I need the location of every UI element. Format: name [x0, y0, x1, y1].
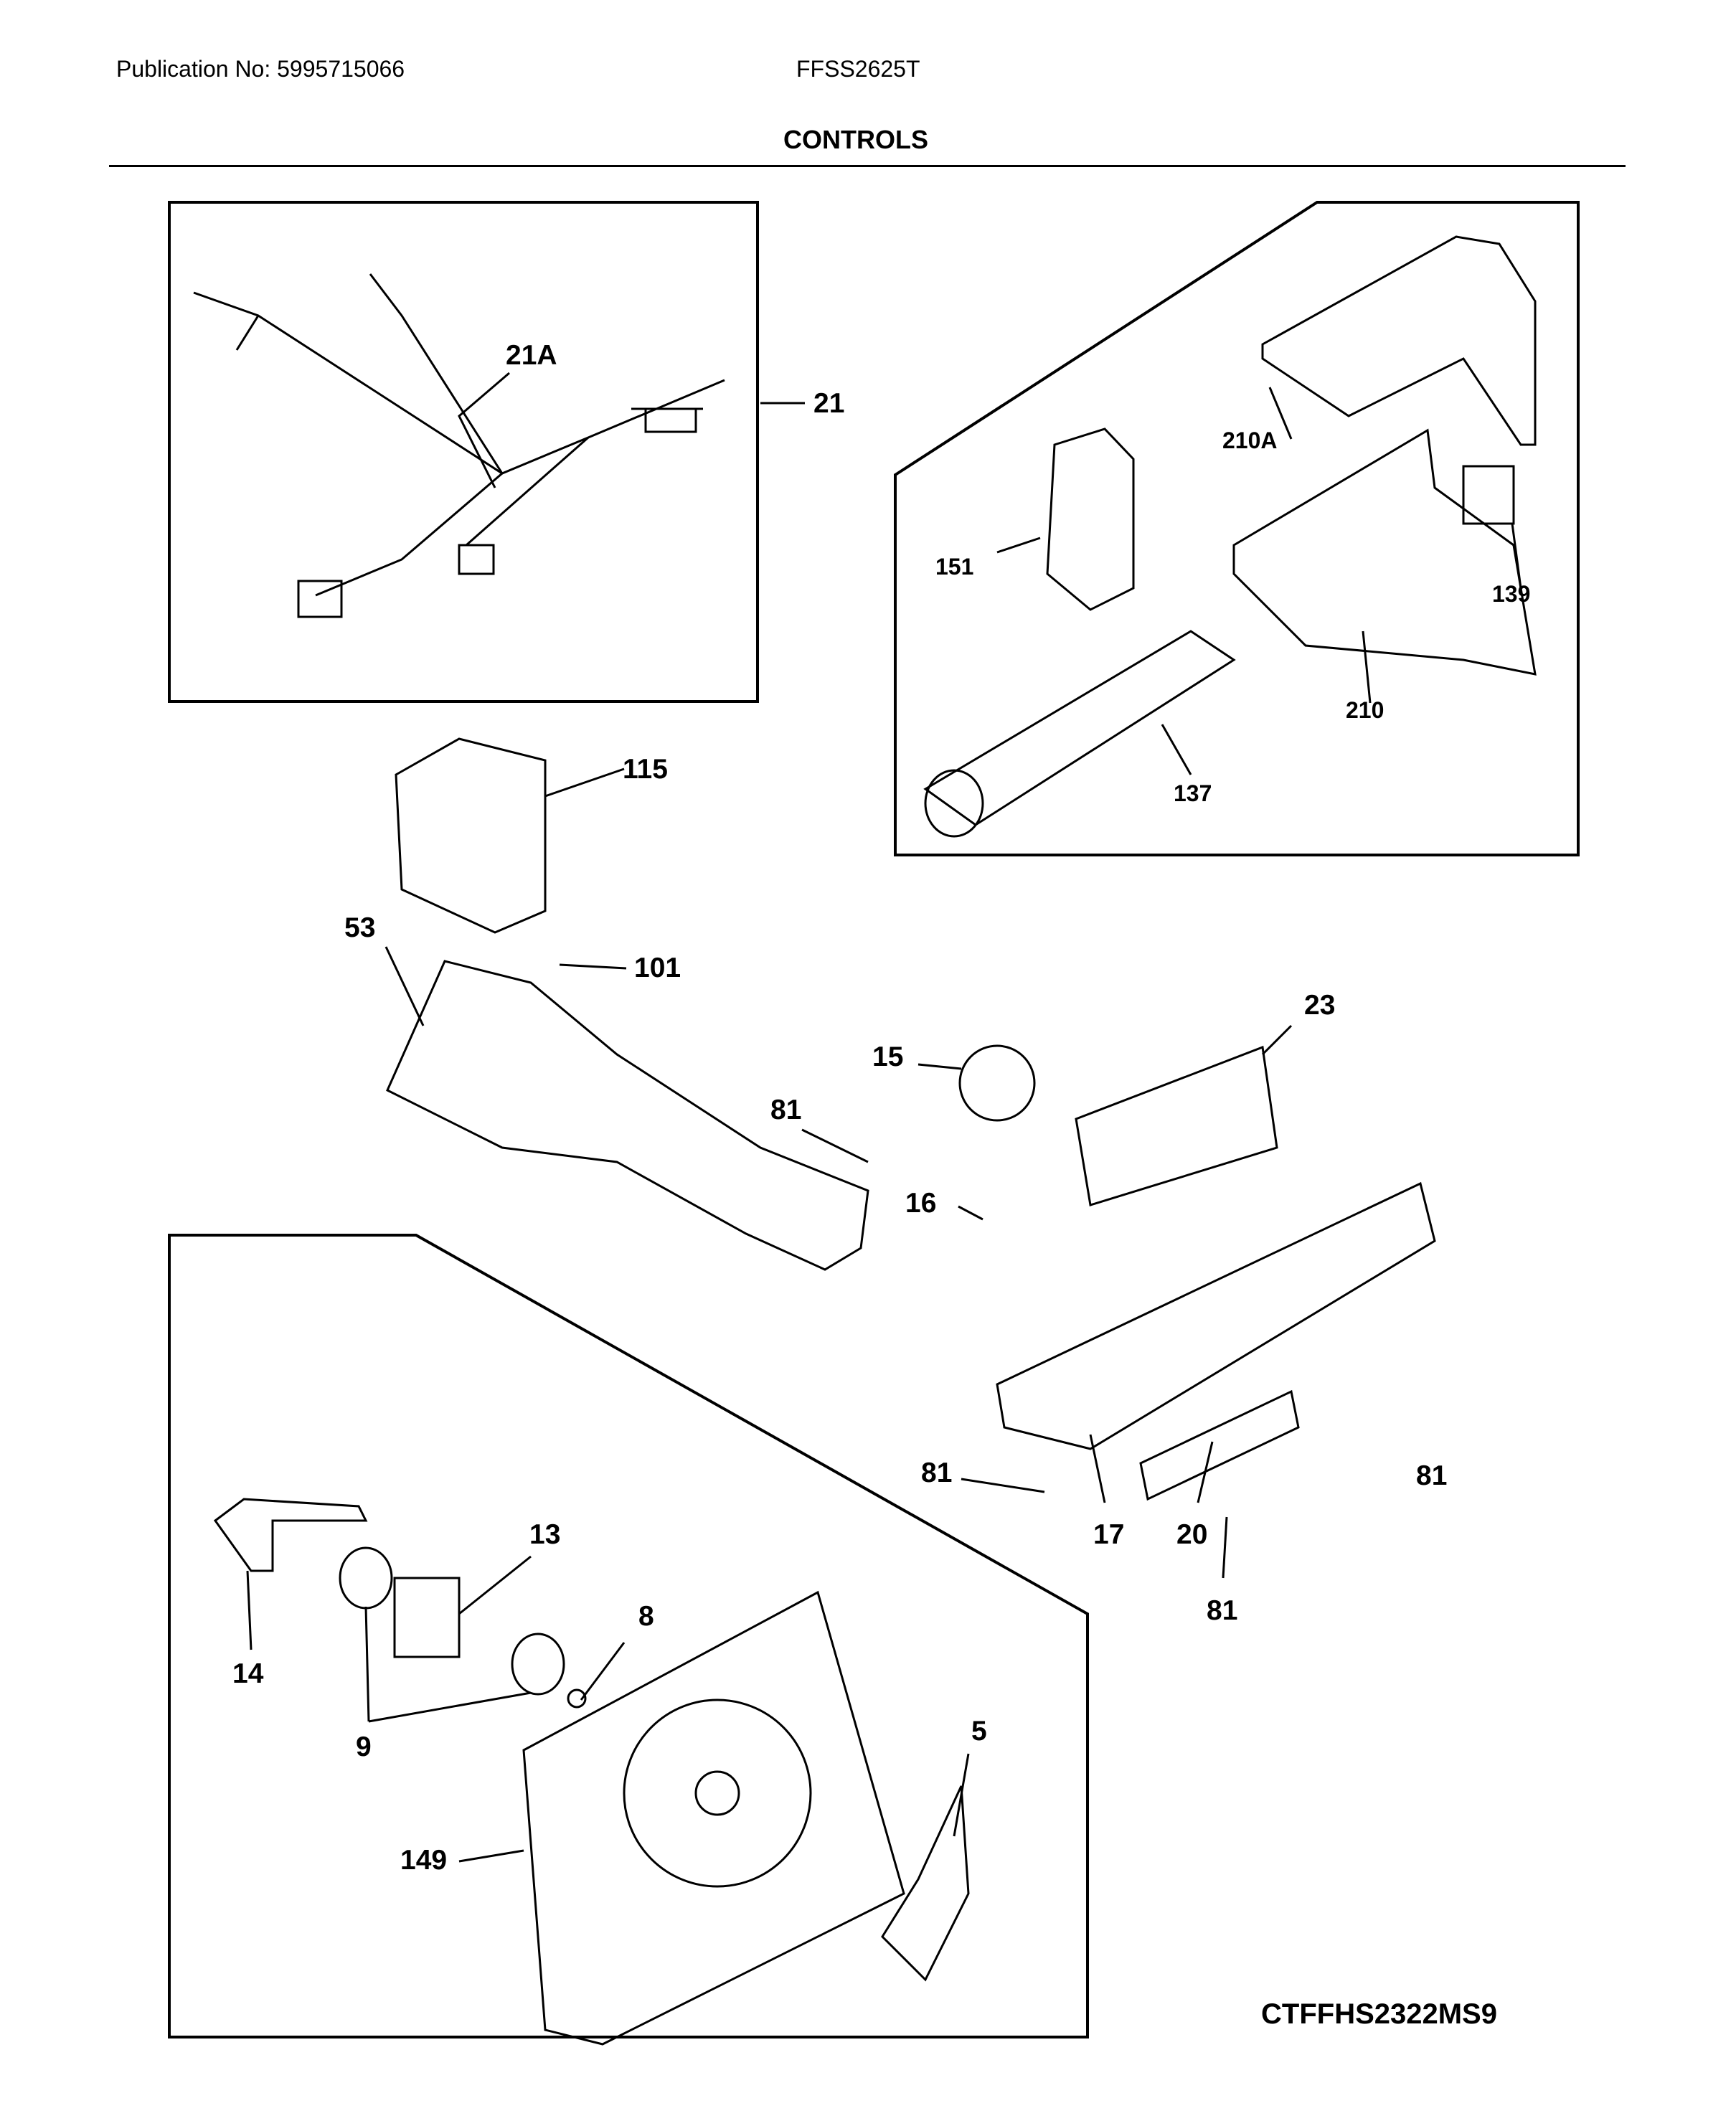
- diagram-code: CTFFHS2322MS9: [1261, 1998, 1497, 2030]
- wire-harness-drawing: [193, 273, 725, 618]
- callout-21A: 21A: [506, 340, 557, 371]
- callout-23: 23: [1304, 990, 1336, 1021]
- callout-137: 137: [1174, 780, 1212, 806]
- callout-149: 149: [400, 1845, 448, 1876]
- callout-115: 115: [623, 754, 668, 785]
- callout-81-right: 81: [1416, 1460, 1448, 1491]
- callout-151: 151: [935, 554, 974, 580]
- callout-17: 17: [1093, 1519, 1125, 1550]
- callout-9: 9: [356, 1731, 372, 1762]
- callout-81-left: 81: [921, 1458, 953, 1488]
- filter-inset-box: [894, 201, 1580, 856]
- callout-81-upper: 81: [770, 1095, 802, 1125]
- callout-210: 210: [1346, 697, 1384, 723]
- model-number: FFSS2625T: [796, 56, 920, 82]
- fan-assembly-drawing: [213, 1498, 970, 2046]
- callout-20: 20: [1176, 1519, 1208, 1550]
- fan-inset-box: [168, 1234, 1089, 2038]
- page-title: CONTROLS: [783, 125, 928, 154]
- filter-assembly-drawing: [923, 235, 1537, 838]
- callout-8: 8: [638, 1601, 654, 1632]
- callout-5: 5: [971, 1716, 987, 1747]
- callout-16: 16: [905, 1188, 937, 1219]
- callout-53: 53: [344, 912, 376, 943]
- callout-101: 101: [634, 953, 681, 983]
- callout-15: 15: [872, 1041, 904, 1072]
- header-rule: [109, 165, 1626, 167]
- control-housing-drawing: [386, 737, 1436, 1501]
- callout-14: 14: [232, 1658, 264, 1689]
- callout-13: 13: [529, 1519, 561, 1550]
- leader-lines: [246, 372, 1522, 1863]
- callout-139: 139: [1492, 581, 1531, 607]
- publication-number: Publication No: 5995715066: [116, 56, 405, 82]
- harness-inset-box: [168, 201, 759, 703]
- callout-21: 21: [813, 388, 845, 419]
- callout-81-bottom: 81: [1207, 1595, 1238, 1626]
- callout-210A: 210A: [1222, 427, 1278, 453]
